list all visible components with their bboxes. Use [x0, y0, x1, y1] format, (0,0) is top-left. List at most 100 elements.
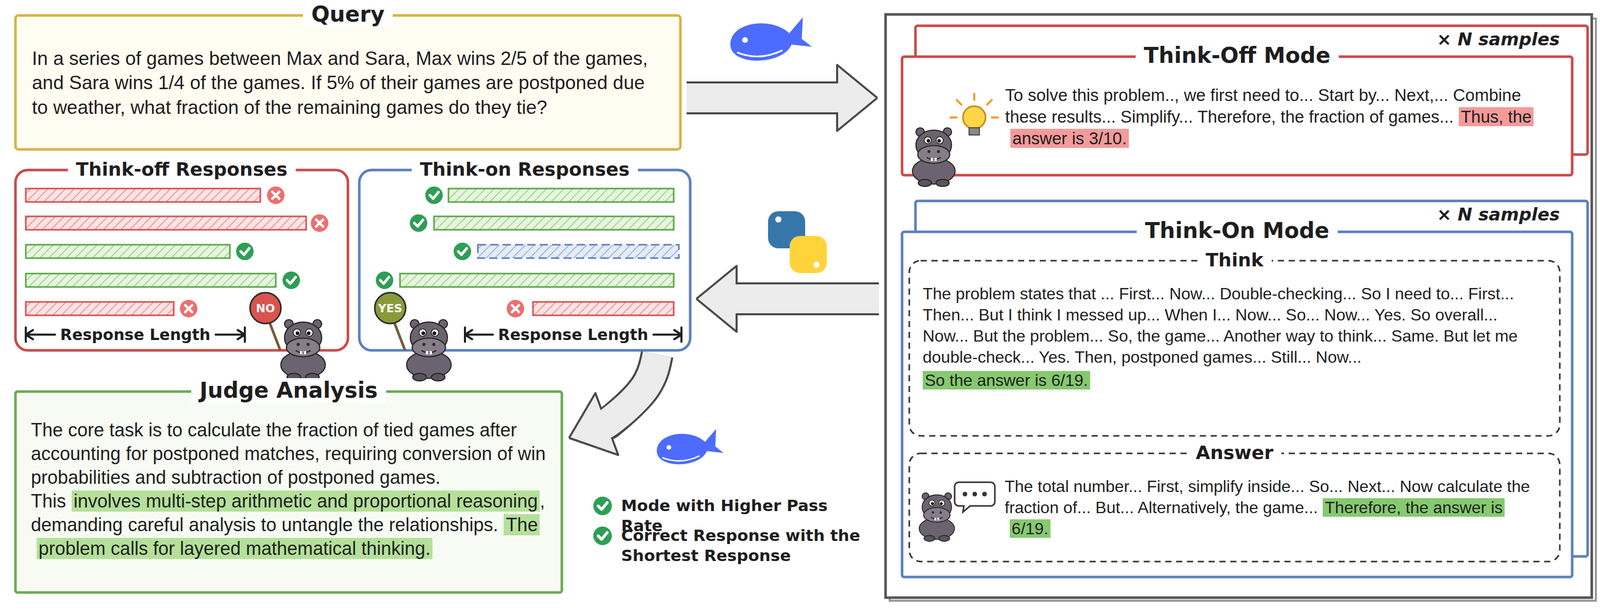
connector-layer	[569, 64, 879, 456]
hippo-tooth	[934, 158, 938, 162]
speech-bubble	[954, 482, 995, 513]
sample-count: × N samples	[1436, 29, 1560, 49]
cross-mark	[315, 219, 324, 227]
response-group: Think-off ResponsesResponse Length	[15, 170, 348, 351]
sign-label: NO	[255, 302, 275, 315]
hippo-eye	[419, 328, 427, 337]
sign-stick	[394, 322, 405, 350]
hippo-eye	[928, 500, 935, 507]
hippo-foot	[936, 179, 949, 187]
illustration-layer	[25, 17, 998, 546]
hippo-eye	[293, 328, 301, 337]
hippo-foot	[924, 535, 936, 542]
node-frame	[359, 170, 691, 351]
hippo-nostril	[296, 342, 300, 346]
cross-icon	[506, 300, 525, 318]
check-mark	[414, 220, 424, 227]
mode-panel: Think-Off Mode× N samplesTo solve this p…	[902, 56, 1573, 176]
hippo-pupil	[306, 331, 311, 336]
heading: Think-Off Mode	[1135, 43, 1339, 69]
hippo-snout	[917, 145, 950, 164]
arrow-head	[837, 64, 878, 131]
response-group: Think-on ResponsesResponse Length	[359, 170, 691, 351]
hippo-pupil	[421, 331, 426, 336]
frame-layer	[15, 14, 1596, 602]
hippo-mascot	[280, 319, 326, 381]
response-bar	[25, 188, 261, 203]
response-bar	[532, 302, 674, 316]
cross-mark	[185, 305, 193, 313]
check-icon	[425, 186, 443, 205]
hippo-tooth	[930, 158, 934, 162]
hippo-foot	[918, 179, 932, 187]
heading: Answer	[1187, 442, 1282, 464]
bubble-dot	[982, 492, 988, 497]
hippo-mouth	[930, 517, 943, 520]
check-icon	[409, 214, 428, 232]
hippo-tooth	[303, 351, 307, 355]
cross-icon	[267, 186, 285, 205]
whale-eye	[742, 37, 748, 43]
hippo-pupil	[926, 139, 931, 143]
node-frame	[909, 453, 1560, 562]
hippo-eye	[431, 328, 439, 337]
hippo-pupil	[937, 139, 941, 143]
bubble-dot	[972, 492, 978, 497]
python-eye	[813, 261, 820, 269]
arrow-head	[696, 265, 737, 332]
sign-board	[374, 292, 406, 324]
axis-label: Response Length	[60, 326, 211, 344]
check-mark	[380, 277, 390, 285]
query-box: QueryIn a series of games between Max an…	[15, 15, 681, 150]
check-icon	[236, 242, 254, 261]
whale-body	[656, 428, 724, 465]
right-panel	[885, 14, 1592, 598]
hippo-mouth	[926, 157, 942, 160]
response-bar	[25, 216, 307, 230]
block-arrow	[696, 265, 879, 332]
node-frame	[15, 15, 681, 150]
hippo-mascot	[912, 127, 956, 187]
response-bar	[448, 188, 674, 203]
response-bar	[400, 273, 674, 288]
paragraph: So the answer is 6/19.	[922, 370, 1547, 392]
whale-eye	[666, 445, 672, 450]
heading: Think-on Responses	[411, 158, 639, 180]
hippo-pupil	[939, 502, 943, 506]
heading: Think	[1197, 249, 1272, 271]
arrow-fill	[686, 83, 842, 113]
axis-label: Response Length	[497, 326, 648, 344]
cross-mark	[511, 305, 520, 313]
check-mark	[287, 277, 296, 285]
node-frame	[902, 231, 1573, 578]
check-icon	[282, 271, 300, 290]
cross-icon	[179, 300, 198, 318]
hippo-nostril	[422, 342, 426, 346]
node-frame	[15, 391, 562, 593]
sign-stick	[269, 322, 280, 350]
mode-panel: ThinkThe problem states that ... First..…	[902, 231, 1573, 578]
highlight-text: involves multi-step arithmetic and propo…	[71, 490, 540, 512]
whale-belly	[737, 50, 783, 57]
whale-icon	[656, 428, 724, 465]
hippo-nostril	[937, 150, 941, 154]
heading: Think-On Mode	[1136, 218, 1338, 244]
check-mark	[429, 192, 439, 199]
panel-shadow	[889, 18, 1596, 602]
hippo-tooth	[429, 351, 432, 355]
hippo-tooth	[937, 518, 940, 521]
hippo-eye	[938, 500, 945, 507]
hippo-foot	[412, 373, 427, 381]
paragraph: To solve this problem.., we first need t…	[1005, 84, 1556, 150]
hippo-mascot	[406, 319, 452, 381]
hippo-pupil	[295, 331, 300, 336]
hippo-nostril	[927, 150, 931, 154]
hippo-snout	[923, 507, 950, 523]
paragraph: The problem states that ... First... Now…	[922, 283, 1547, 369]
paragraph: In a series of games between Max and Sar…	[31, 46, 664, 120]
check-icon	[593, 496, 612, 516]
hippo-nostril	[432, 342, 436, 346]
body-text: To solve this problem.., we first need t…	[1005, 85, 1522, 127]
sample-count: × N samples	[1436, 205, 1560, 225]
response-bar	[434, 216, 674, 230]
